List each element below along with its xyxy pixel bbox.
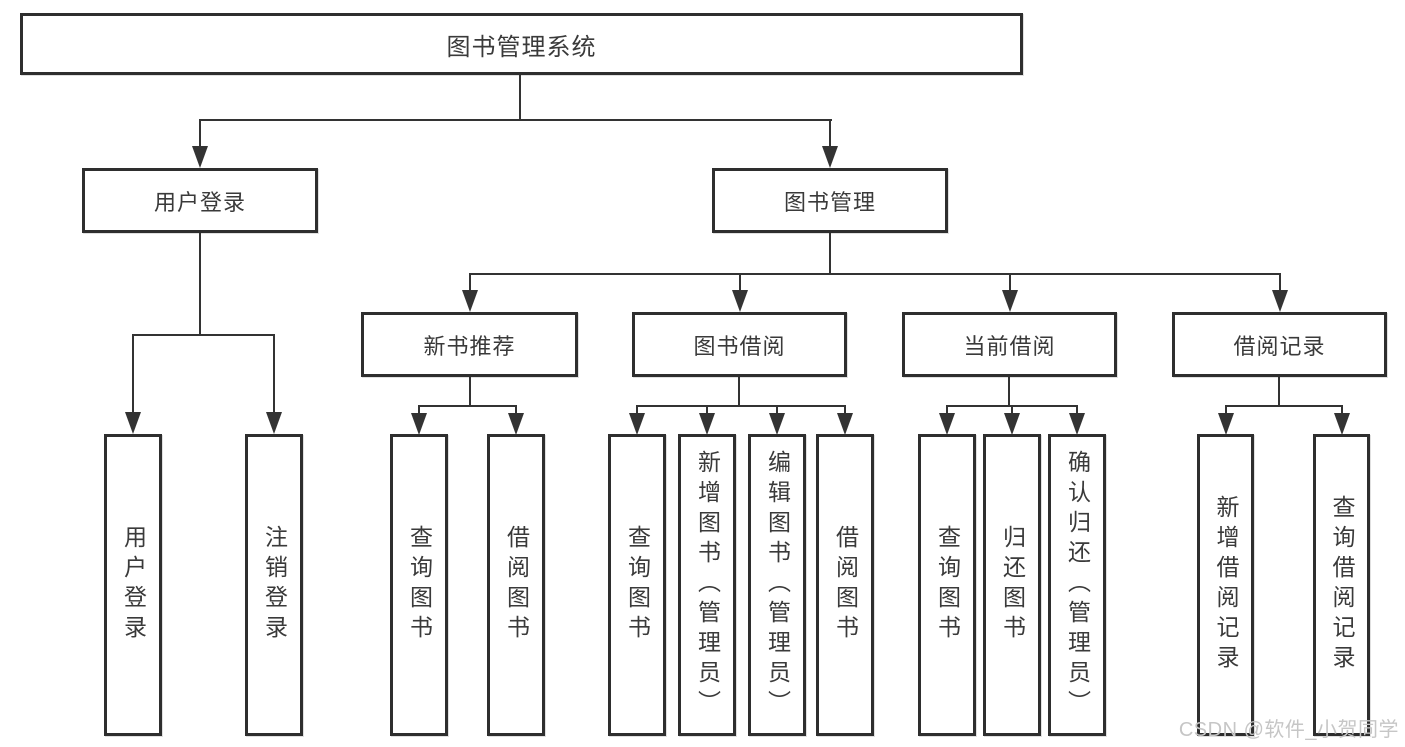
connector-line <box>199 233 201 335</box>
leaf-label: 借阅图书 <box>503 525 530 645</box>
leaf-user-login: 用户登录 <box>104 434 162 736</box>
arrowhead-down-icon <box>508 413 524 435</box>
leaf-label: 归还图书 <box>999 525 1026 645</box>
leaf-edit-book-admin: 编辑图书（管理员） <box>748 434 806 736</box>
node-label: 新书推荐 <box>423 333 516 359</box>
arrowhead-down-icon <box>125 412 141 434</box>
node-current-borrowing: 当前借阅 <box>902 312 1117 377</box>
leaf-label: 查询借阅记录 <box>1329 495 1355 675</box>
arrowhead-down-icon <box>1069 413 1085 435</box>
leaf-add-borrow-record: 新增借阅记录 <box>1197 434 1254 736</box>
arrowhead-down-icon <box>939 413 955 435</box>
node-label: 图书管理系统 <box>446 33 597 61</box>
arrowhead-down-icon <box>1334 413 1350 435</box>
arrowhead-down-icon <box>1272 290 1288 312</box>
node-book-borrowing: 图书借阅 <box>632 312 847 377</box>
connector-line <box>1225 405 1343 407</box>
leaf-label: 查询图书 <box>406 525 433 645</box>
connector-line <box>1009 273 1011 292</box>
node-book-management: 图书管理 <box>712 168 948 233</box>
connector-line <box>1225 405 1227 415</box>
node-label: 图书管理 <box>783 189 876 215</box>
connector-line <box>1008 377 1010 406</box>
connector-line <box>636 405 845 407</box>
connector-line <box>1278 377 1280 406</box>
leaf-query-books-2: 查询图书 <box>608 434 666 736</box>
node-label: 图书借阅 <box>693 333 786 359</box>
connector-line <box>738 377 740 406</box>
connector-line <box>469 273 471 292</box>
leaf-label: 新增图书（管理员） <box>694 450 721 720</box>
node-label: 用户登录 <box>153 189 246 215</box>
connector-line <box>844 405 846 415</box>
arrowhead-down-icon <box>1218 413 1234 435</box>
node-user-login: 用户登录 <box>82 168 318 233</box>
node-borrowing-records: 借阅记录 <box>1172 312 1387 377</box>
connector-line <box>1076 405 1078 415</box>
connector-line <box>418 405 420 415</box>
arrowhead-down-icon <box>837 413 853 435</box>
connector-line <box>829 119 831 148</box>
leaf-label: 用户登录 <box>120 525 147 645</box>
connector-line <box>636 405 638 415</box>
connector-line <box>946 405 948 415</box>
leaf-label: 借阅图书 <box>832 525 859 645</box>
connector-line <box>1011 405 1013 415</box>
arrowhead-down-icon <box>1002 290 1018 312</box>
arrowhead-down-icon <box>411 413 427 435</box>
connector-line <box>1279 273 1281 292</box>
leaf-return-book: 归还图书 <box>983 434 1041 736</box>
connector-line <box>418 405 517 407</box>
arrowhead-down-icon <box>769 413 785 435</box>
node-label: 借阅记录 <box>1233 333 1326 359</box>
leaf-label: 新增借阅记录 <box>1213 495 1239 675</box>
node-library-management-system: 图书管理系统 <box>20 13 1023 75</box>
csdn-watermark: CSDN @软件_小贺同学 <box>1178 719 1399 741</box>
leaf-label: 查询图书 <box>624 525 651 645</box>
leaf-add-book-admin: 新增图书（管理员） <box>678 434 736 736</box>
leaf-query-books-3: 查询图书 <box>918 434 976 736</box>
connector-line <box>199 119 201 148</box>
connector-line <box>739 273 741 292</box>
connector-line <box>132 334 275 336</box>
leaf-query-borrow-record: 查询借阅记录 <box>1313 434 1370 736</box>
arrowhead-down-icon <box>822 146 838 168</box>
connector-line <box>1341 405 1343 415</box>
arrowhead-down-icon <box>629 413 645 435</box>
node-label: 当前借阅 <box>963 333 1056 359</box>
connector-line <box>776 405 778 415</box>
connector-line <box>515 405 517 415</box>
arrowhead-down-icon <box>266 412 282 434</box>
node-new-book-recommend: 新书推荐 <box>361 312 578 377</box>
leaf-label: 编辑图书（管理员） <box>764 450 791 720</box>
connector-line <box>273 334 275 414</box>
leaf-borrow-books-2: 借阅图书 <box>816 434 874 736</box>
connector-line <box>132 334 134 414</box>
arrowhead-down-icon <box>732 290 748 312</box>
leaf-logout: 注销登录 <box>245 434 303 736</box>
connector-line <box>519 75 521 120</box>
leaf-confirm-return-admin: 确认归还（管理员） <box>1048 434 1106 736</box>
leaf-query-books: 查询图书 <box>390 434 448 736</box>
arrowhead-down-icon <box>192 146 208 168</box>
leaf-label: 确认归还（管理员） <box>1064 450 1091 720</box>
leaf-borrow-books: 借阅图书 <box>487 434 545 736</box>
connector-line <box>706 405 708 415</box>
connector-line <box>469 273 1281 275</box>
connector-line <box>469 377 471 406</box>
connector-line <box>199 119 832 121</box>
leaf-label: 查询图书 <box>934 525 961 645</box>
arrowhead-down-icon <box>699 413 715 435</box>
leaf-label: 注销登录 <box>261 525 288 645</box>
connector-line <box>829 233 831 274</box>
arrowhead-down-icon <box>462 290 478 312</box>
arrowhead-down-icon <box>1004 413 1020 435</box>
